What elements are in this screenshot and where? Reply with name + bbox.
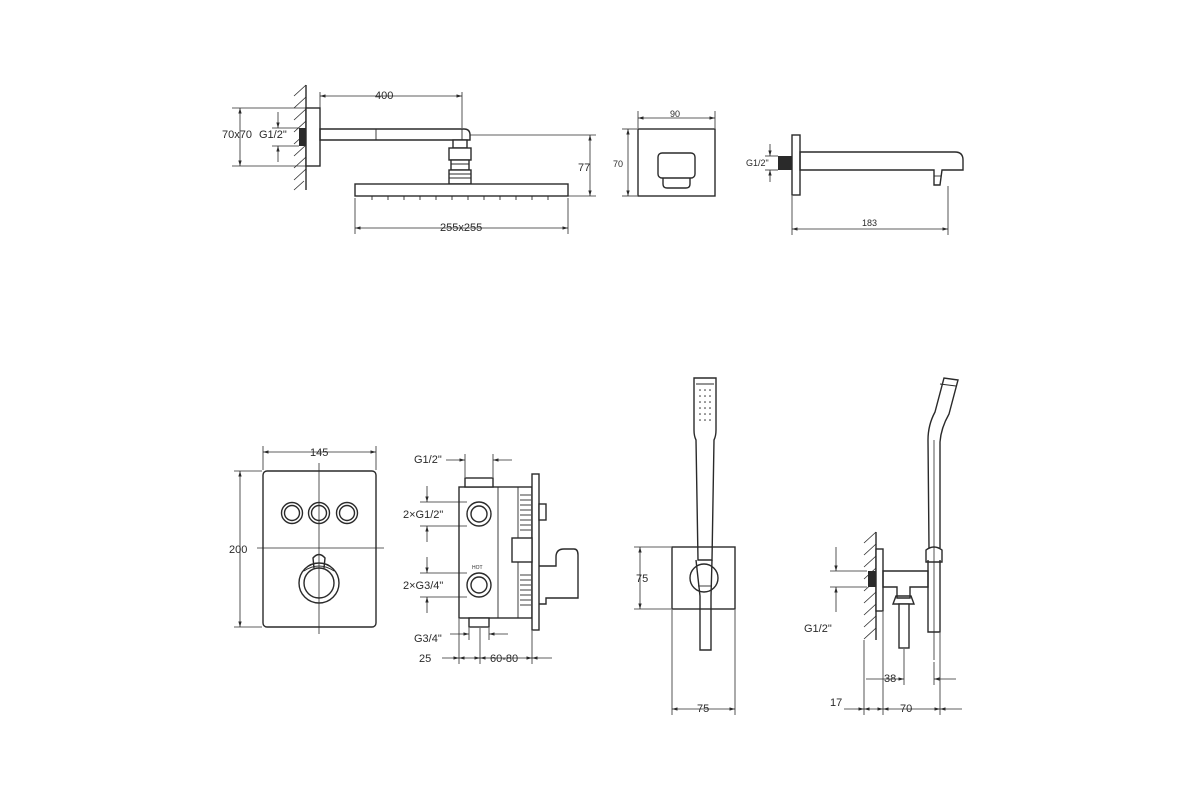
bottom-inlet	[468, 617, 490, 628]
push-stem	[538, 503, 547, 521]
dim-body-out-lower: 2×G3/4"	[403, 580, 443, 592]
dim-spout-thread: G1/2"	[746, 158, 769, 168]
dim-head-size: 255x255	[440, 222, 482, 234]
dim-head-drop: 77	[578, 162, 590, 174]
spout-body	[799, 151, 964, 186]
nozzle-grid	[699, 389, 711, 421]
valve-plate-view: 145 200	[229, 446, 384, 634]
dim-body-depth-b: 60-80	[490, 653, 518, 665]
shower-arm-view: 400 70x70 G1/2" 77 255x255	[222, 84, 596, 234]
dim-plate-width: 90	[670, 109, 680, 119]
top-inlet	[464, 477, 494, 488]
body-serration	[520, 494, 531, 606]
spout-flange	[791, 134, 801, 196]
dim-holder-height: 75	[636, 573, 648, 585]
outlet-lower	[466, 572, 492, 598]
dim-plate-height: 70	[613, 159, 623, 169]
elbow-thread	[868, 571, 876, 587]
hand-shower-side	[927, 377, 959, 549]
wall-flange	[305, 107, 321, 167]
dim-valve-width: 145	[310, 447, 328, 459]
hand-shower-head	[693, 377, 717, 561]
dim-elbow-38: 38	[884, 673, 896, 685]
rain-head	[354, 183, 569, 197]
concealed-body-view: HOT G1/2" 2×G1/2" 2×G3/4" G3/4" 25	[403, 454, 579, 665]
shower-arm	[319, 128, 471, 141]
hot-label: HOT	[472, 565, 483, 571]
dim-body-out-upper: 2×G1/2"	[403, 509, 443, 521]
dim-elbow-thread: G1/2"	[804, 623, 832, 635]
hand-shower-front-view: 75 75	[634, 377, 736, 715]
holder-cup	[689, 563, 719, 593]
dim-spout-length: 183	[862, 218, 877, 228]
swivel-joint	[448, 139, 472, 185]
outlet-upper	[466, 501, 492, 527]
dim-arm-thread: G1/2"	[259, 129, 287, 141]
head-nozzles	[371, 196, 549, 200]
cover-plate	[262, 470, 377, 628]
dim-body-bottom-thread: G3/4"	[414, 633, 442, 645]
dim-valve-height: 200	[229, 544, 247, 556]
wall-elbow-side-view: G1/2" 38 17 70	[804, 377, 962, 715]
dim-arm-length: 400	[375, 90, 393, 102]
elbow-body	[882, 570, 929, 599]
dim-elbow-17: 17	[830, 697, 842, 709]
spout-outlet	[657, 152, 696, 179]
mounting-plate	[531, 473, 540, 631]
arm-thread	[299, 128, 306, 146]
spout-plate-view: 90 70	[613, 109, 716, 197]
hose-nut	[898, 603, 910, 649]
dim-wall-flange: 70x70	[222, 129, 252, 141]
dim-holder-width: 75	[697, 703, 709, 715]
dim-body-top-thread: G1/2"	[414, 454, 442, 466]
dim-elbow-70: 70	[900, 703, 912, 715]
spout-thread	[778, 156, 792, 170]
spout-side-view: G1/2" 183	[746, 134, 964, 235]
dim-body-depth-a: 25	[419, 653, 431, 665]
elbow-flange	[875, 548, 884, 612]
